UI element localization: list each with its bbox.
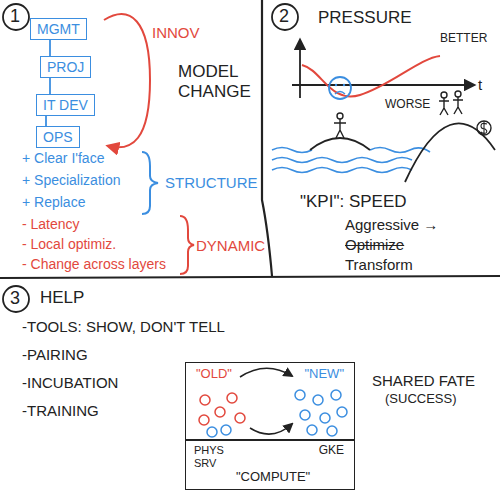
con-item: - Change across layers (22, 256, 166, 272)
section-heading: HELP (40, 288, 84, 308)
note-text: Aggressive → (345, 216, 438, 233)
box-text: "COMPUTE" (236, 470, 310, 485)
box-text: IT DEV (43, 97, 88, 113)
section-heading: MODEL CHANGE (178, 62, 250, 101)
kpi-label: "KPI": SPEED (300, 192, 407, 212)
axis-label: WORSE (385, 98, 430, 112)
box-text: PROJ (47, 59, 84, 75)
box-text: GKE (319, 444, 344, 458)
box-text: OPS (43, 129, 73, 145)
brace-label: STRUCTURE (165, 174, 258, 191)
note-text: Optimize (345, 236, 404, 253)
layer-box: PROJ (40, 56, 91, 78)
layer-link (49, 78, 51, 94)
layer-link (49, 40, 51, 56)
help-item: -PAIRING (22, 346, 88, 363)
note-text: SHARED FATE (372, 372, 475, 389)
pro-item: + Specialization (22, 172, 120, 188)
note-text: (SUCCESS) (385, 392, 457, 407)
layer-box: OPS (36, 126, 80, 148)
con-item: - Latency (22, 216, 80, 232)
box-text: "NEW" (304, 367, 344, 382)
section-heading: PRESSURE (318, 8, 412, 28)
loop-label: INNOV (152, 24, 200, 41)
callout-number: 3 (10, 288, 20, 309)
platform-box: PHYS SRV GKE "COMPUTE" (185, 440, 355, 490)
box-text: PHYS SRV (194, 444, 234, 469)
box-text: "OLD" (196, 367, 232, 382)
pro-item: + Clear I'face (22, 150, 104, 166)
brace-label: DYNAMIC (196, 237, 265, 254)
axis-label: t (478, 76, 482, 93)
layer-link (45, 116, 47, 126)
layer-box: MGMT (30, 18, 87, 40)
layer-box: IT DEV (36, 94, 95, 116)
transition-box: "OLD" "NEW" (185, 362, 355, 440)
con-item: - Local optimiz. (22, 236, 116, 252)
axis-label: BETTER (440, 32, 487, 46)
help-item: -TRAINING (22, 402, 99, 419)
callout-number: 1 (10, 6, 20, 27)
note-text: Transform (345, 256, 413, 273)
box-text: MGMT (37, 21, 80, 37)
pro-item: + Replace (22, 194, 85, 210)
help-item: -TOOLS: SHOW, DON'T TELL (22, 318, 225, 335)
callout-number: 2 (279, 6, 289, 27)
help-item: -INCUBATION (22, 374, 118, 391)
